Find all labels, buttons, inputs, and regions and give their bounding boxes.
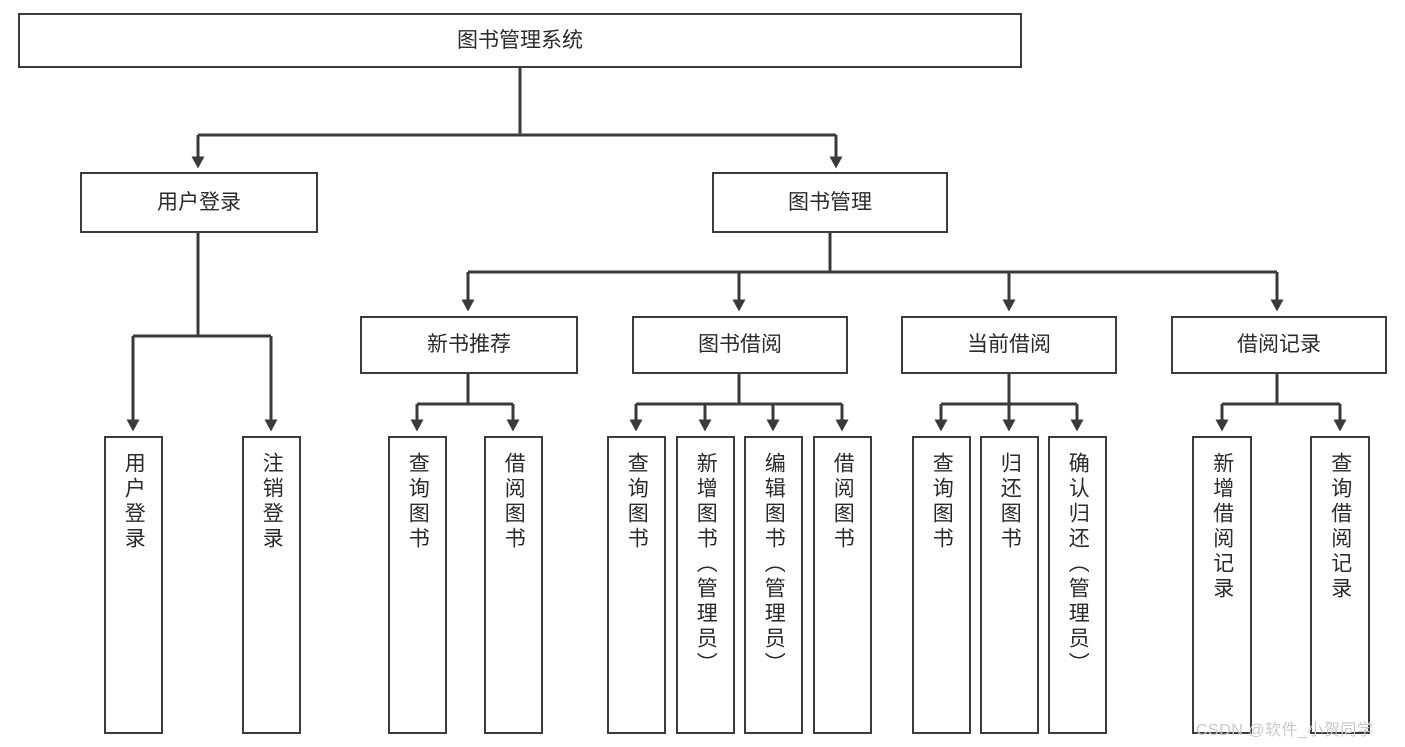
node-leaf-user-login[interactable]: 用户登录 xyxy=(104,436,163,734)
node-book-borrow[interactable]: 图书借阅 xyxy=(632,316,848,374)
node-user-login[interactable]: 用户登录 xyxy=(80,172,318,233)
node-book-management-label: 图书管理 xyxy=(788,190,872,214)
node-leaf-add-record-label: 新增借阅记录 xyxy=(1210,452,1234,602)
node-leaf-query-book-2-label: 查询图书 xyxy=(625,452,649,552)
node-leaf-query-book-2[interactable]: 查询图书 xyxy=(607,436,666,734)
node-leaf-borrow-book-2-label: 借阅图书 xyxy=(831,452,855,552)
node-current-borrow[interactable]: 当前借阅 xyxy=(901,316,1117,374)
node-leaf-return-book-label: 归还图书 xyxy=(998,452,1022,552)
node-new-book-recommend-label: 新书推荐 xyxy=(427,333,511,357)
node-leaf-edit-book-label: 编辑图书（管理员） xyxy=(762,452,786,677)
node-leaf-query-book-3[interactable]: 查询图书 xyxy=(912,436,971,734)
node-leaf-confirm-return[interactable]: 确认归还（管理员） xyxy=(1048,436,1107,734)
node-new-book-recommend[interactable]: 新书推荐 xyxy=(360,316,578,374)
node-leaf-query-record[interactable]: 查询借阅记录 xyxy=(1310,436,1370,734)
node-leaf-borrow-book-1-label: 借阅图书 xyxy=(502,452,526,552)
node-leaf-query-book-3-label: 查询图书 xyxy=(930,452,954,552)
node-leaf-add-record[interactable]: 新增借阅记录 xyxy=(1192,436,1252,734)
node-leaf-query-book-1-label: 查询图书 xyxy=(406,452,430,552)
node-root-label: 图书管理系统 xyxy=(457,28,583,52)
node-leaf-add-book-label: 新增图书（管理员） xyxy=(694,452,718,677)
node-leaf-query-book-1[interactable]: 查询图书 xyxy=(388,436,447,734)
node-leaf-borrow-book-2[interactable]: 借阅图书 xyxy=(813,436,872,734)
node-borrow-records[interactable]: 借阅记录 xyxy=(1171,316,1387,374)
node-leaf-user-logout[interactable]: 注销登录 xyxy=(242,436,301,734)
node-leaf-user-logout-label: 注销登录 xyxy=(260,452,284,552)
node-borrow-records-label: 借阅记录 xyxy=(1237,333,1321,357)
node-leaf-return-book[interactable]: 归还图书 xyxy=(980,436,1039,734)
node-user-login-label: 用户登录 xyxy=(157,190,241,214)
node-book-borrow-label: 图书借阅 xyxy=(698,333,782,357)
node-leaf-edit-book[interactable]: 编辑图书（管理员） xyxy=(744,436,803,734)
node-leaf-confirm-return-label: 确认归还（管理员） xyxy=(1066,452,1090,677)
node-leaf-query-record-label: 查询借阅记录 xyxy=(1328,452,1352,602)
node-current-borrow-label: 当前借阅 xyxy=(967,333,1051,357)
node-leaf-add-book[interactable]: 新增图书（管理员） xyxy=(676,436,735,734)
node-leaf-user-login-label: 用户登录 xyxy=(122,452,146,552)
node-root[interactable]: 图书管理系统 xyxy=(18,13,1022,68)
node-book-management[interactable]: 图书管理 xyxy=(712,172,948,233)
node-leaf-borrow-book-1[interactable]: 借阅图书 xyxy=(484,436,543,734)
